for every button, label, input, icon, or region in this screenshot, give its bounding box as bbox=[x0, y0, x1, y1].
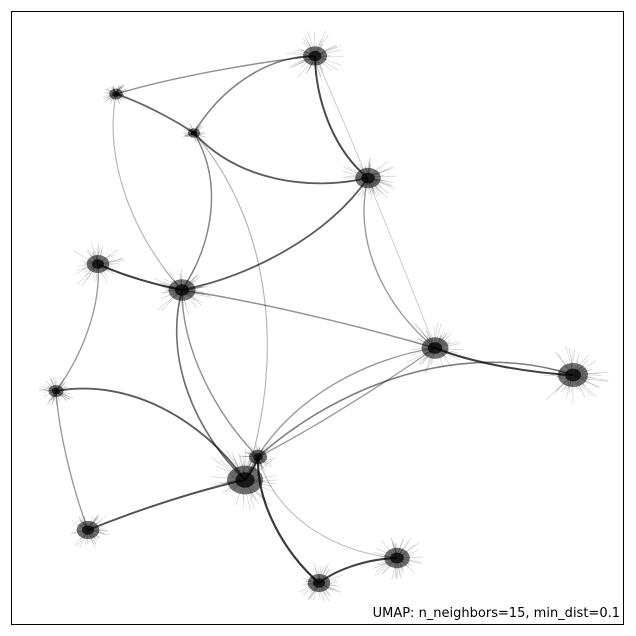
edges-layer bbox=[55, 55, 574, 584]
edge-c7-c9 bbox=[55, 387, 246, 481]
cluster-c6 bbox=[153, 266, 212, 316]
edge-c3-c4 bbox=[193, 132, 369, 185]
edge-c6-c11 bbox=[181, 289, 259, 458]
cluster-c11 bbox=[239, 442, 273, 473]
plot-caption: UMAP: n_neighbors=15, min_dist=0.1 bbox=[372, 606, 620, 621]
cluster-c2 bbox=[285, 30, 345, 79]
edge-c4-c8 bbox=[363, 177, 436, 349]
edge-c2-c8 bbox=[314, 55, 436, 349]
clusters-layer bbox=[38, 30, 609, 602]
cluster-c7 bbox=[38, 376, 74, 406]
cluster-c12 bbox=[70, 514, 110, 548]
edge-c7-c12 bbox=[55, 390, 89, 531]
edge-c1-c2 bbox=[115, 55, 316, 95]
cluster-c1 bbox=[102, 83, 130, 105]
edge-c9-c12 bbox=[87, 479, 246, 531]
edge-c5-c7 bbox=[55, 263, 100, 392]
cluster-c10 bbox=[544, 345, 609, 404]
edge-c6-c9 bbox=[175, 289, 246, 481]
edge-c6-c8 bbox=[181, 289, 436, 349]
cluster-c13 bbox=[297, 562, 343, 602]
edge-c4-c6 bbox=[181, 177, 369, 291]
edge-c2-c3 bbox=[193, 55, 316, 134]
edge-c3-c9 bbox=[193, 132, 268, 481]
cluster-c8 bbox=[406, 322, 464, 374]
edge-c11-c13 bbox=[256, 456, 320, 584]
edge-c1-c3 bbox=[115, 93, 195, 134]
cluster-c14 bbox=[373, 537, 423, 580]
cluster-c5 bbox=[73, 242, 125, 287]
cluster-c4 bbox=[342, 158, 397, 201]
edge-c10-c11 bbox=[257, 361, 574, 458]
edge-c1-c6 bbox=[112, 93, 183, 291]
cluster-c3 bbox=[182, 122, 206, 143]
edge-bundle-graph bbox=[38, 30, 609, 602]
edge-c11-c8 bbox=[257, 347, 436, 458]
edge-c3-c6 bbox=[181, 132, 213, 291]
edge-c4-c2 bbox=[314, 55, 369, 179]
plot-area: UMAP: n_neighbors=15, min_dist=0.1 bbox=[11, 11, 624, 625]
edge-c11-c14 bbox=[257, 456, 398, 559]
